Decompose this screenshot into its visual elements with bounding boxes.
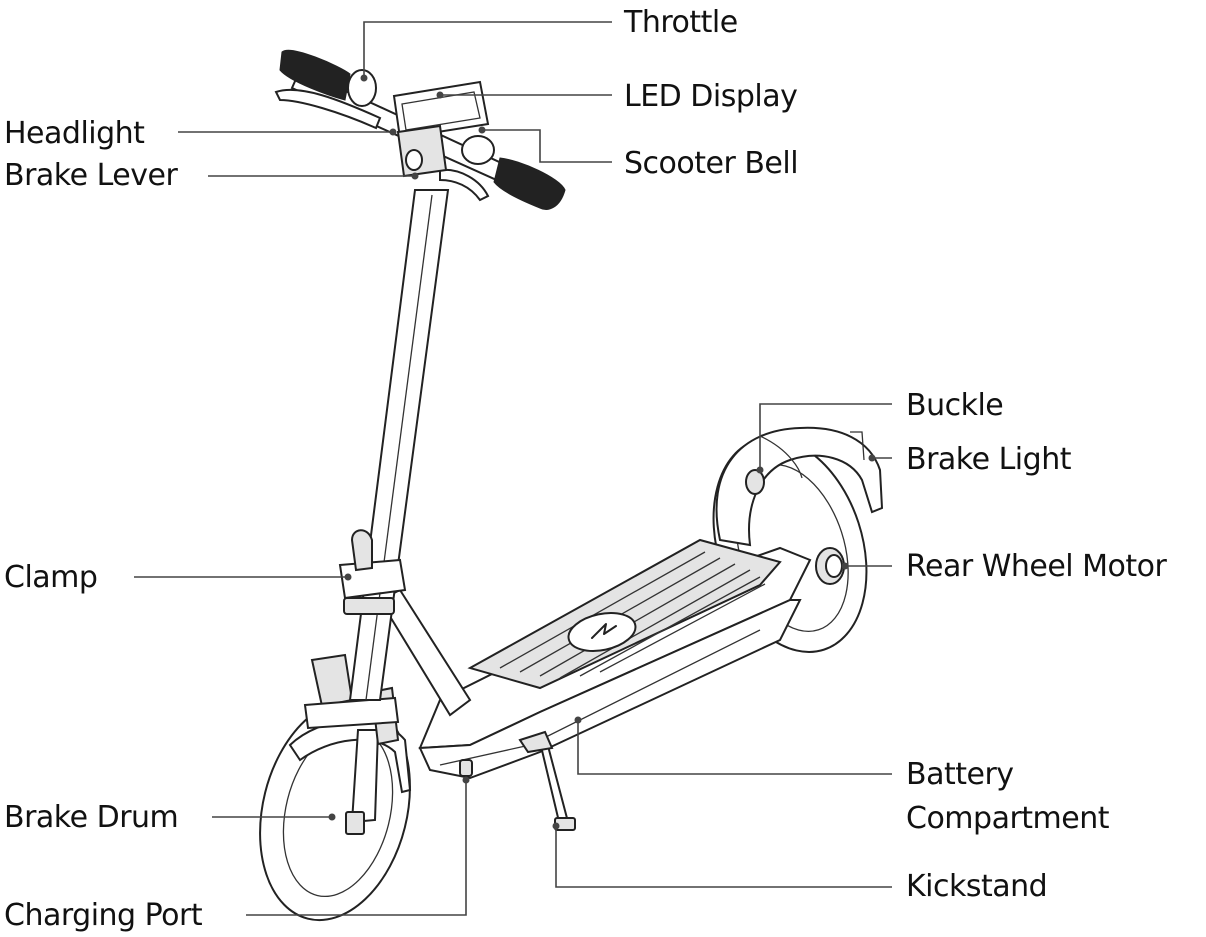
rear-motor-hub: [815, 547, 845, 585]
part-labels: Throttle LED Display Scooter Bell Headli…: [4, 5, 1168, 933]
label-scooter-bell: Scooter Bell: [624, 146, 798, 181]
scooter-illustration: [259, 49, 884, 922]
handlebar: [274, 49, 566, 210]
rear-fender: [715, 426, 884, 547]
label-led-display: LED Display: [624, 79, 797, 114]
label-charging-port: Charging Port: [4, 898, 203, 933]
buckle-part: [745, 469, 765, 495]
charging-port-leader: [246, 780, 467, 916]
label-buckle: Buckle: [906, 388, 1003, 423]
label-battery-line2: Compartment: [906, 801, 1110, 836]
label-kickstand: Kickstand: [906, 869, 1047, 904]
charging-port-part: [459, 759, 473, 777]
deck: [418, 538, 812, 780]
kickstand-leader: [555, 826, 892, 888]
label-brake-light: Brake Light: [906, 442, 1072, 477]
scooter-bell-leader: [482, 129, 612, 163]
battery-compartment-leader: [577, 720, 892, 775]
front-fork: [303, 653, 400, 835]
label-headlight: Headlight: [4, 116, 145, 151]
leader-lines: [134, 21, 892, 916]
label-brake-lever: Brake Lever: [4, 158, 178, 193]
clamp-part: [338, 529, 407, 615]
buckle-leader: [759, 403, 892, 470]
kickstand-part: [518, 730, 576, 831]
throttle-leader: [363, 21, 612, 78]
label-brake-drum: Brake Drum: [4, 800, 178, 835]
label-rear-wheel-motor: Rear Wheel Motor: [906, 549, 1168, 584]
label-battery-line1: Battery: [906, 757, 1014, 792]
label-clamp: Clamp: [4, 560, 97, 595]
label-throttle: Throttle: [623, 5, 738, 40]
